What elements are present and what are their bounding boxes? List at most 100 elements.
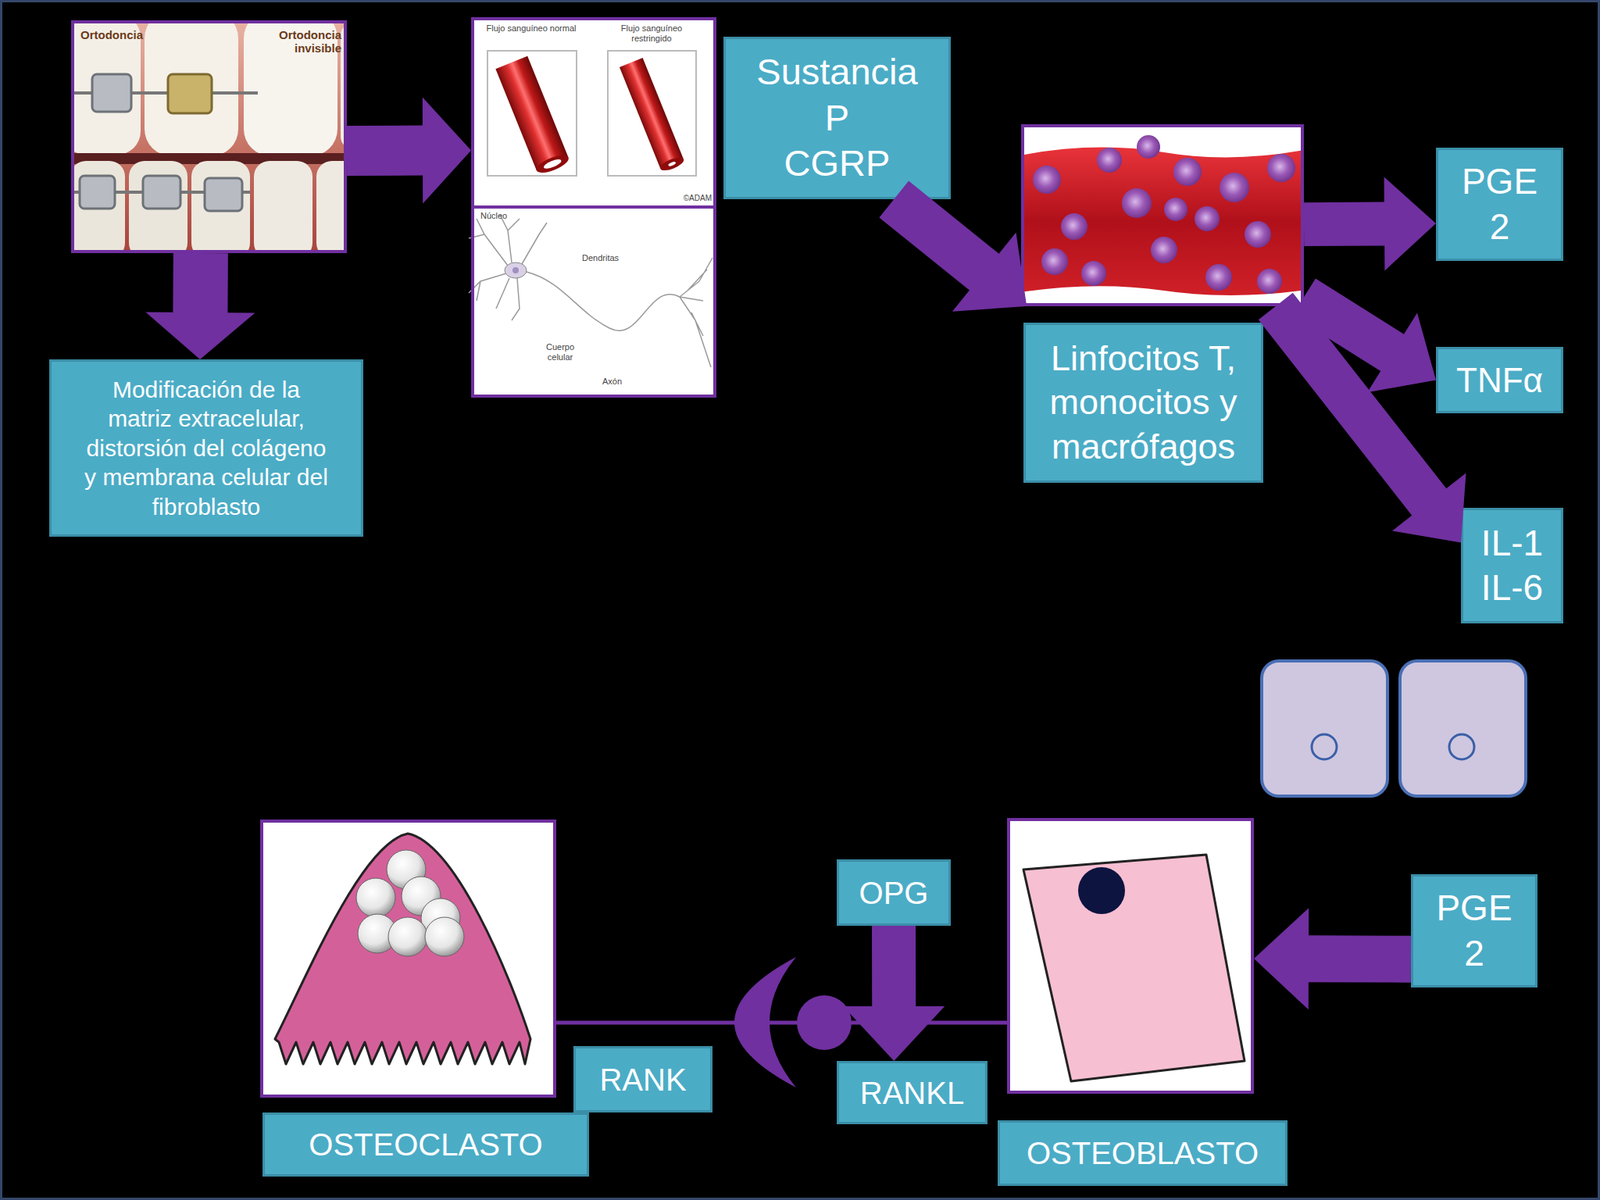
cell (1400, 660, 1526, 797)
cell-label: OSTEOCLASTO (262, 1112, 590, 1177)
part-label: Dendritas (582, 253, 637, 264)
process-box: Sustancia PCGRP (723, 36, 951, 200)
mediator-box: IL-1 IL-6 (1460, 507, 1564, 624)
panel-background (471, 17, 717, 398)
box-text: TNFα (1456, 358, 1543, 402)
leukocyte (1244, 221, 1272, 248)
mediator-box: PGE 2 (1410, 874, 1538, 988)
block-arrow (1292, 278, 1436, 393)
leukocyte (1121, 188, 1152, 218)
panel-background (1007, 817, 1254, 1094)
bracket (142, 175, 181, 209)
block-arrow (1258, 292, 1467, 543)
block-arrow (1303, 177, 1436, 272)
leukocyte (1150, 236, 1178, 264)
box-text: Modificación de la matriz extracelular, … (81, 375, 333, 522)
nucleus (356, 878, 396, 918)
vessel-lumen (542, 157, 563, 171)
bracket (204, 178, 243, 211)
box-text: PGE 2 (1457, 159, 1543, 250)
bracket (92, 74, 132, 112)
cell-body (504, 262, 527, 279)
leukocyte (1081, 260, 1107, 286)
panel-divider (471, 205, 717, 209)
vessel-opening (658, 154, 686, 173)
leukocyte (1219, 172, 1250, 203)
vessel-opening (534, 151, 572, 176)
block-arrow (145, 253, 255, 360)
part-label: Flujo sanguíneo restringido (605, 23, 698, 43)
illustration-frame: Linfocitos T, monocitos y macrófagos (1021, 124, 1304, 307)
block-arrow (842, 925, 945, 1061)
leukocyte (1096, 147, 1122, 173)
mediator-box: RANK (573, 1046, 713, 1113)
box-text: CGRP (784, 140, 891, 187)
process-box: Modificación de la matriz extracelular, … (49, 359, 364, 537)
neuron (468, 214, 713, 368)
leukocyte (1136, 135, 1161, 159)
leukocyte (1173, 157, 1202, 186)
tooth (74, 23, 141, 155)
cell-label: OSTEOBLASTO (997, 1120, 1288, 1186)
cell-label: Linfocitos T, monocitos y macrófagos (1023, 322, 1264, 483)
rankl-ligand (796, 995, 852, 1050)
rank-receptor (734, 957, 797, 1088)
tooth (191, 160, 250, 250)
box-text: OPG (859, 873, 929, 913)
part-label: ©ADAM (661, 193, 712, 204)
part-label: Flujo sanguíneo normal (485, 23, 578, 34)
osteoblast-cell (1023, 854, 1245, 1082)
part-label: Ortodoncia invisible (247, 28, 342, 56)
vessel-wall (619, 57, 684, 169)
tooth (316, 160, 344, 250)
vessel-restricted (619, 57, 686, 173)
panel-background (260, 819, 557, 1098)
vessel-band (1024, 147, 1301, 296)
leukocyte (1267, 153, 1296, 183)
part-label: Cuerpo celular (536, 342, 584, 362)
cell-frame: OSTEOBLASTO (1007, 817, 1254, 1094)
mediator-box: PGE 2 (1435, 147, 1564, 261)
part-label: Axón (602, 376, 634, 387)
mediator-box: RANKL (836, 1060, 988, 1125)
dendrites (468, 214, 547, 321)
block-arrow (1253, 907, 1411, 1010)
vessel-lumen (667, 160, 677, 167)
leukocyte (1257, 268, 1283, 294)
leukocyte (1032, 165, 1061, 194)
leukocyte (1060, 213, 1088, 240)
tooth (144, 23, 239, 157)
tooth (74, 160, 125, 250)
mediator-box: OPG (836, 859, 951, 926)
tooth (128, 160, 188, 250)
nucleus (512, 267, 519, 274)
nucleus (1449, 734, 1475, 760)
leukocyte (1194, 206, 1220, 232)
osteoclast-cell (275, 833, 531, 1065)
part-label: Ortodoncia (80, 28, 175, 42)
mediator-box: TNFα (1435, 346, 1564, 414)
nucleus (425, 917, 465, 957)
tooth (253, 160, 313, 250)
binding-line (556, 1020, 1008, 1025)
box-text: PGE 2 (1431, 885, 1518, 976)
cell (1261, 660, 1388, 797)
block-arrow (346, 97, 472, 204)
leukocyte (1205, 264, 1233, 291)
photo-frame: Ortodoncia Ortodoncia invisible (71, 20, 347, 254)
vessel-wall (495, 56, 568, 171)
axon (526, 257, 713, 368)
blood-vessel (1024, 135, 1301, 296)
leukocyte (1164, 197, 1188, 222)
bracket (79, 175, 115, 209)
block-arrow (878, 181, 1027, 312)
vessel-normal (495, 56, 571, 177)
box-text: Sustancia P (747, 49, 928, 142)
part-label: Núcleo (480, 210, 528, 222)
sub-panel (487, 50, 577, 176)
box-text: IL-1 IL-6 (1463, 521, 1561, 611)
nucleus (388, 917, 428, 957)
braces-photo (74, 23, 344, 250)
